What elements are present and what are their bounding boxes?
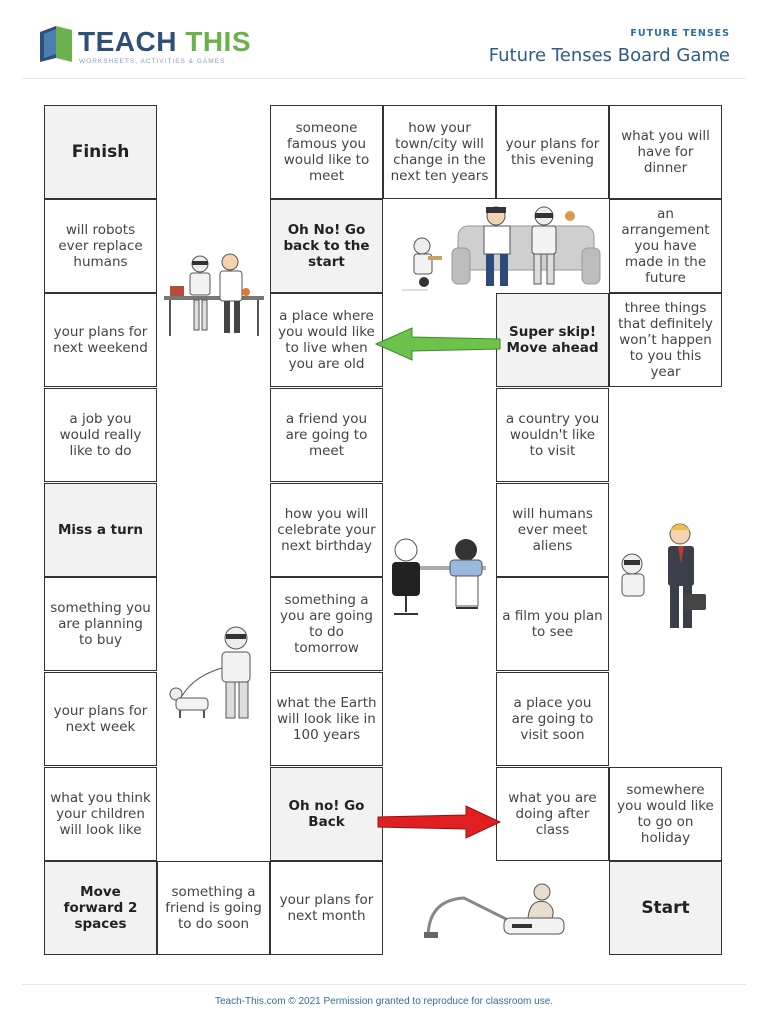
board-square: will robots ever replace humans <box>44 199 157 293</box>
copyright-footer: Teach-This.com © 2021 Permission granted… <box>214 996 554 1007</box>
robot-scientist-illustration <box>164 253 264 336</box>
board-square: your plans for this evening <box>496 105 609 199</box>
red-arrow-icon <box>377 805 502 839</box>
businessman-robot-illustration <box>621 523 706 628</box>
board-square: someone famous you would like to meet <box>270 105 383 199</box>
board-square: what you are doing after class <box>496 767 609 861</box>
board-square: how you will celebrate your next birthda… <box>270 483 383 577</box>
category-label: FUTURE TENSES <box>630 28 730 39</box>
board-square: how your town/city will change in the ne… <box>383 105 496 199</box>
board-square: what you will have for dinner <box>609 105 722 199</box>
board-square: what you think your children will look l… <box>44 767 157 861</box>
page-title: Future Tenses Board Game <box>488 45 730 66</box>
sofa-robot-illustration <box>402 206 601 291</box>
cat-vacuum-illustration <box>424 883 565 939</box>
logo-tagline: WORKSHEETS, ACTIVITIES & GAMES <box>79 58 226 65</box>
board-square: something a friend is going to do soon <box>157 861 270 955</box>
square-miss-turn: Miss a turn <box>44 483 157 577</box>
board-square: a place where you would like to live whe… <box>270 293 383 387</box>
footer-divider <box>22 984 746 985</box>
logo-wordmark: TEACH THIS <box>78 26 252 57</box>
header-divider <box>22 78 746 79</box>
board-square: a job you would really like to do <box>44 388 157 482</box>
board-square: a friend you are going to meet <box>270 388 383 482</box>
board-square: what the Earth will look like in 100 yea… <box>270 672 383 766</box>
board-square: your plans for next month <box>270 861 383 955</box>
board-square: a country you wouldn't like to visit <box>496 388 609 482</box>
page-header: TEACH THIS WORKSHEETS, ACTIVITIES & GAME… <box>0 0 768 80</box>
square-super-skip: Super skip! Move ahead <box>496 293 609 387</box>
board-square: somewhere you would like to go on holida… <box>609 767 722 861</box>
board-square: three things that definitely won’t happe… <box>609 293 722 387</box>
board-square: your plans for next weekend <box>44 293 157 387</box>
board-square: something a you are going to do tomorrow <box>270 577 383 671</box>
board-square: an arrangement you have made in the futu… <box>609 199 722 293</box>
robot-walking-dog-illustration <box>169 626 251 719</box>
board-square: will humans ever meet aliens <box>496 483 609 577</box>
square-start: Start <box>609 861 722 955</box>
board-square: something you are planning to buy <box>44 577 157 671</box>
board-square: a film you plan to see <box>496 577 609 671</box>
square-move-forward: Move forward 2 spaces <box>44 861 157 955</box>
square-back-to-start: Oh No! Go back to the start <box>270 199 383 293</box>
square-go-back: Oh no! Go Back <box>270 767 383 861</box>
square-finish: Finish <box>44 105 157 199</box>
board-square: a place you are going to visit soon <box>496 672 609 766</box>
board-square: your plans for next week <box>44 672 157 766</box>
green-arrow-icon <box>374 327 501 361</box>
book-logo-icon <box>40 26 72 62</box>
people-at-desk-illustration <box>392 538 486 615</box>
